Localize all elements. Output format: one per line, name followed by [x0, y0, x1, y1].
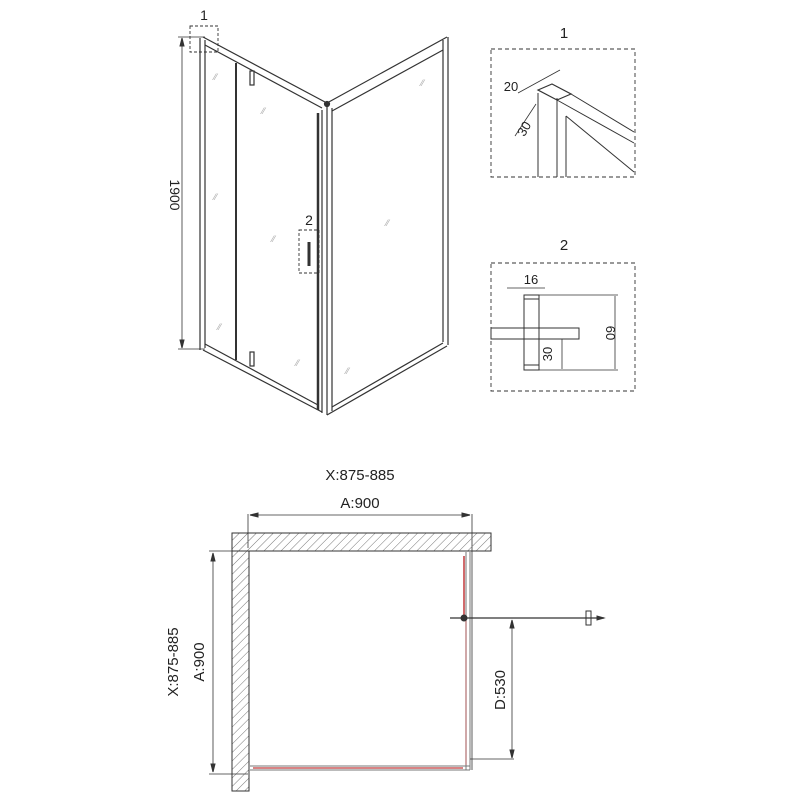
svg-text:⁄⁄: ⁄⁄ [212, 72, 219, 82]
svg-text:⁄⁄: ⁄⁄ [419, 78, 426, 88]
svg-text:⁄⁄: ⁄⁄ [260, 106, 267, 116]
top-nominal-label: A:900 [340, 495, 379, 512]
detail-2-title: 2 [560, 237, 568, 254]
detail-1-title: 1 [560, 25, 568, 42]
svg-text:⁄⁄: ⁄⁄ [216, 322, 223, 332]
right-panel [323, 36, 449, 416]
detail-1-width-dim: 20 [504, 79, 518, 94]
detail-2-width-dim: 16 [524, 272, 538, 287]
callout-2-label: 2 [305, 212, 313, 228]
height-dimension-label: 1900 [167, 179, 183, 210]
callout-1-box [189, 25, 219, 53]
side-wall [231, 550, 250, 792]
side-range-label: X:875-885 [165, 627, 182, 696]
height-dimension [178, 36, 205, 350]
callout-2-box [298, 229, 320, 274]
detail-1: 1 20 30 [490, 25, 636, 178]
callout-1-label: 1 [200, 7, 208, 23]
plan-view: X:875-885 A:900 X:875-885 A:900 [165, 467, 606, 792]
isometric-view: 1900 1 2 [167, 7, 449, 416]
door-offset-label: D:530 [492, 670, 509, 710]
top-range-label: X:875-885 [325, 467, 394, 484]
left-panel [199, 36, 326, 413]
back-wall [231, 532, 492, 552]
svg-text:⁄⁄: ⁄⁄ [294, 358, 301, 368]
side-nominal-label: A:900 [191, 642, 208, 681]
detail-1-depth-dim: 30 [514, 119, 534, 139]
svg-text:⁄⁄: ⁄⁄ [384, 218, 391, 228]
svg-text:⁄⁄: ⁄⁄ [212, 192, 219, 202]
detail-2: 2 16 60 30 [490, 237, 636, 392]
detail-2-height-dim: 60 [603, 326, 618, 340]
svg-text:⁄⁄: ⁄⁄ [270, 234, 277, 244]
glass-reflection-marks: ⁄⁄ ⁄⁄ ⁄⁄ ⁄⁄ ⁄⁄ ⁄⁄ ⁄⁄ ⁄⁄ ⁄⁄ [212, 72, 426, 376]
detail-2-offset-dim: 30 [540, 347, 555, 361]
svg-text:⁄⁄: ⁄⁄ [344, 366, 351, 376]
door-swing [450, 610, 606, 626]
enclosure-outline [250, 552, 471, 771]
